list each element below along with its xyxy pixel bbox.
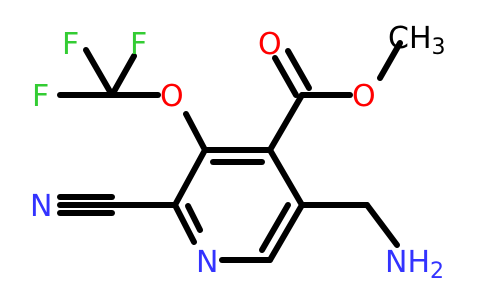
amine-subscript: 2: [430, 259, 444, 284]
bonds: [57, 40, 403, 263]
bond-c5-c6-inner: [259, 202, 291, 253]
bond-c5-c6: [267, 202, 305, 263]
bond-o-methyl: [377, 40, 403, 81]
methyl-label: CH3: [388, 21, 446, 60]
bond-c2-c3: [172, 147, 208, 208]
atom-nitrogen-ring: N: [196, 245, 218, 280]
amine-nh: NH: [385, 245, 430, 280]
bond-cf3-f2: [109, 53, 137, 98]
bond-carbonyl-b: [285, 48, 312, 91]
bond-n1-c2: [172, 202, 197, 245]
bond-ch2-n: [364, 202, 400, 248]
methyl-subscript: 3: [432, 35, 446, 60]
atom-oxygen-ester: O: [352, 79, 376, 114]
bond-c4-carboxyl: [267, 92, 305, 153]
atom-oxygen-carbonyl: O: [258, 27, 282, 62]
bond-c4-c5: [267, 147, 305, 208]
amine-label: NH2: [385, 245, 444, 284]
atom-nitrogen-nitrile: N: [30, 189, 52, 224]
atom-oxygen-ether: O: [160, 79, 184, 114]
methyl-ch: CH: [388, 21, 432, 56]
atom-labels: F F F O O O CH3 N N NH2: [30, 21, 446, 284]
atom-fluorine-2: F: [130, 27, 147, 62]
bond-c3-o: [183, 111, 208, 153]
atom-fluorine-1: F: [62, 27, 79, 62]
bond-n1-c2-inner: [185, 203, 203, 233]
atom-fluorine-3: F: [32, 79, 49, 114]
bond-carbonyl-a: [272, 55, 299, 98]
bond-cf3-f1: [83, 47, 115, 98]
